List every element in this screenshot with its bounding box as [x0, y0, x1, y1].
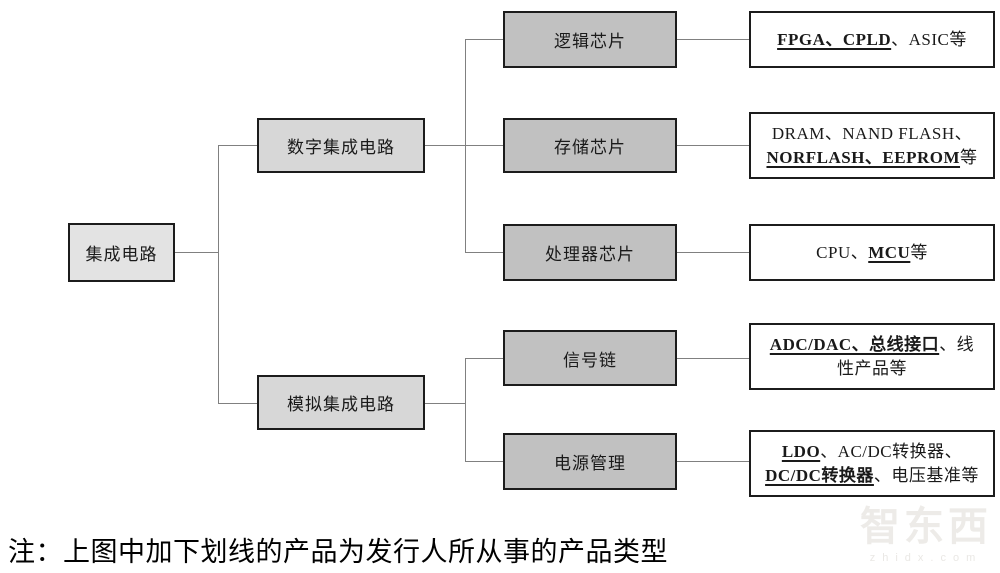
node-digital-ic: 数字集成电路 — [257, 118, 425, 173]
connector-processor-leaf — [677, 252, 749, 253]
leaf-processor-products: CPU、MCU等 — [749, 224, 995, 281]
node-integrated-circuit: 集成电路 — [68, 223, 175, 282]
node-logic-chip: 逻辑芯片 — [503, 11, 677, 68]
connector-trunk-power — [465, 461, 503, 462]
watermark: 智东西 zhidx.com — [860, 494, 992, 564]
node-memory-chip: 存储芯片 — [503, 118, 677, 173]
leaf-power-mgmt-products: LDO、AC/DC转换器、DC/DC转换器、电压基准等 — [749, 430, 995, 497]
connector-trunk-processor — [465, 252, 503, 253]
connector-power-leaf — [677, 461, 749, 462]
connector-analog-trunk — [425, 403, 466, 404]
node-label: 电源管理 — [554, 454, 626, 473]
leaf-logic-products: FPGA、CPLD、ASIC等 — [749, 11, 995, 68]
connector-trunk-logic — [465, 39, 503, 40]
connector-digital-memory — [425, 145, 503, 146]
leaf-text: DRAM、NAND FLASH、NORFLASH、EEPROM等 — [766, 123, 978, 167]
watermark-domain: zhidx.com — [869, 552, 983, 564]
leaf-text: ADC/DAC、总线接口、线性产品等 — [769, 334, 975, 378]
connector-signal-leaf — [677, 358, 749, 359]
node-label: 处理器芯片 — [545, 245, 635, 264]
leaf-text: CPU、MCU等 — [816, 242, 928, 262]
leaf-signal-chain-products: ADC/DAC、总线接口、线性产品等 — [749, 323, 995, 390]
connector-logic-leaf — [677, 39, 749, 40]
leaf-text: LDO、AC/DC转换器、DC/DC转换器、电压基准等 — [765, 441, 979, 485]
node-label: 数字集成电路 — [287, 138, 395, 157]
node-analog-ic: 模拟集成电路 — [257, 375, 425, 430]
node-label: 存储芯片 — [554, 138, 626, 157]
connector-trunk-analog — [218, 403, 257, 404]
connector-trunk-digital-children — [465, 39, 466, 253]
node-signal-chain: 信号链 — [503, 330, 677, 386]
connector-trunk-signal — [465, 358, 503, 359]
connector-memory-leaf — [677, 145, 749, 146]
leaf-memory-products: DRAM、NAND FLASH、NORFLASH、EEPROM等 — [749, 112, 995, 179]
connector-trunk-analog-children — [465, 358, 466, 462]
node-power-management: 电源管理 — [503, 433, 677, 490]
footnote: 注：上图中加下划线的产品为发行人所从事的产品类型 — [8, 537, 668, 567]
node-label: 模拟集成电路 — [287, 395, 395, 414]
leaf-text: FPGA、CPLD、ASIC等 — [777, 29, 967, 49]
connector-trunk-level2 — [218, 145, 219, 404]
node-label: 信号链 — [563, 350, 617, 370]
node-label: 逻辑芯片 — [554, 32, 626, 51]
connector-root-trunk — [175, 252, 218, 253]
node-label: 集成电路 — [85, 245, 158, 264]
watermark-logo: 智东西 — [860, 505, 992, 549]
node-processor-chip: 处理器芯片 — [503, 224, 677, 281]
connector-trunk-digital — [218, 145, 257, 146]
